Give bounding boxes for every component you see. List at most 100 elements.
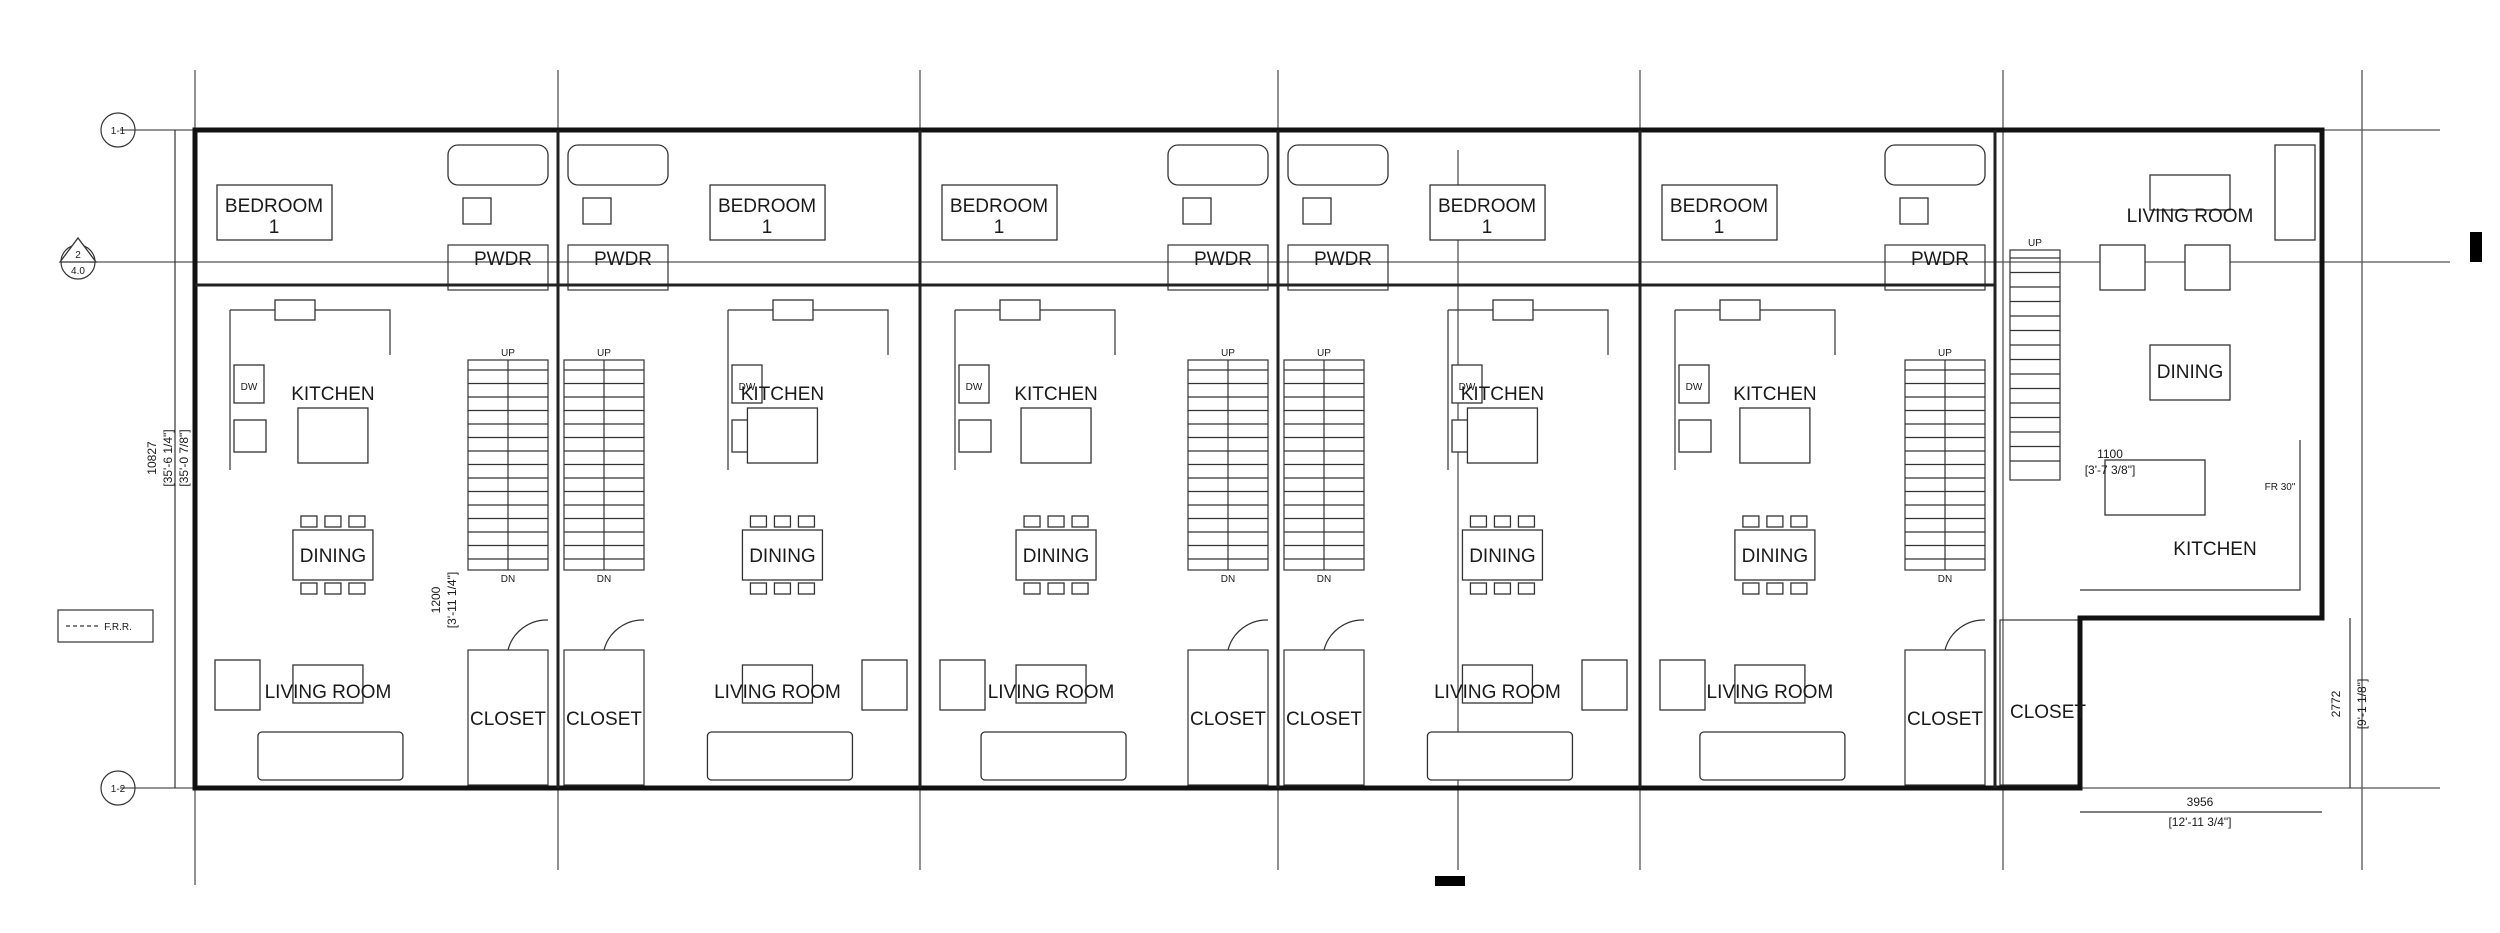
- pwdr-label: PWDR: [474, 249, 532, 270]
- closet-label: CLOSET: [566, 709, 642, 730]
- bedroom-number: 1: [1714, 217, 1725, 238]
- living-room-label: LIVING ROOM: [988, 682, 1115, 703]
- staircase: [1187, 359, 1269, 571]
- kitchen-label: KITCHEN: [1014, 384, 1097, 405]
- bathtub: [1167, 144, 1269, 186]
- notch-width-dim-imperial: [12'-11 3/4"]: [2168, 815, 2231, 829]
- chair: [773, 515, 792, 528]
- exterior-wall: [192, 127, 2325, 791]
- stair-dn-label: DN: [597, 574, 611, 585]
- chair: [1742, 515, 1760, 528]
- unit-4: [1283, 144, 1628, 786]
- bedroom-label: BEDROOM: [718, 196, 816, 217]
- section-arrow: [58, 236, 98, 263]
- armchair: [939, 659, 986, 711]
- island: [1739, 407, 1811, 464]
- section-sheet: 4.0: [71, 266, 85, 277]
- stair-up-label: UP: [597, 348, 611, 359]
- powder-room: [1287, 244, 1389, 291]
- stair-up-label-right: UP: [2028, 238, 2042, 249]
- dw-label: DW: [739, 382, 756, 393]
- bedroom-number: 1: [994, 217, 1005, 238]
- range: [958, 419, 992, 453]
- right-stair-dim-imperial: [3'-7 3/8"]: [2085, 463, 2136, 477]
- chair: [1742, 582, 1760, 595]
- chair: [797, 515, 816, 528]
- chair: [1493, 582, 1512, 595]
- coffee-table: [1461, 664, 1534, 704]
- overall-dim-imperial-b: [35'-0 7/8"]: [177, 429, 191, 486]
- stair-dn-label: DN: [501, 574, 515, 585]
- armchair: [1659, 659, 1706, 711]
- chair: [749, 515, 768, 528]
- closet-label: CLOSET: [1190, 709, 1266, 730]
- island: [297, 407, 369, 464]
- chair: [1047, 515, 1065, 528]
- bedroom-label: BEDROOM: [1438, 196, 1536, 217]
- stair-dn-label: DN: [1938, 574, 1952, 585]
- fridge-label: FR 30": [2265, 482, 2296, 493]
- cut-marker: [1435, 876, 1465, 886]
- dishwasher: [1678, 364, 1710, 404]
- stair-gap-dim: 1200: [429, 586, 443, 613]
- chair: [1766, 582, 1784, 595]
- island: [746, 407, 819, 464]
- chair: [1071, 515, 1089, 528]
- bed: [1661, 184, 1778, 241]
- bathtub: [1287, 144, 1389, 186]
- bedroom-number: 1: [1482, 217, 1493, 238]
- grid-lines: [90, 70, 2450, 885]
- dishwasher: [958, 364, 990, 404]
- chair: [1071, 582, 1089, 595]
- powder-room: [1167, 244, 1269, 291]
- dining-label-right: DINING: [2157, 362, 2224, 383]
- dining-table: [741, 529, 824, 581]
- chair: [300, 582, 318, 595]
- bed: [941, 184, 1058, 241]
- coffee-table: [1015, 664, 1087, 704]
- sofa: [1699, 731, 1846, 781]
- coffee-table: [1734, 664, 1806, 704]
- sink: [274, 299, 316, 321]
- sofa: [980, 731, 1127, 781]
- closet-door-swing: [1323, 619, 1365, 651]
- sofa: [1426, 731, 1574, 781]
- island: [1020, 407, 1092, 464]
- closet-label: CLOSET: [1286, 709, 1362, 730]
- chair: [1517, 515, 1536, 528]
- chair: [1469, 515, 1488, 528]
- living-room-label: LIVING ROOM: [265, 682, 392, 703]
- dishwasher: [1451, 364, 1483, 404]
- pwdr-label: PWDR: [1194, 249, 1252, 270]
- stair-up-label: UP: [1221, 348, 1235, 359]
- unit-6: [1999, 144, 2316, 786]
- dining-table: [292, 529, 374, 581]
- furniture-layer: [214, 144, 2316, 786]
- bathtub: [567, 144, 669, 186]
- island-right: [2104, 459, 2206, 516]
- bedroom-label: BEDROOM: [1670, 196, 1768, 217]
- closet-label: CLOSET: [470, 709, 546, 730]
- dw-label: DW: [241, 382, 258, 393]
- stair-up-label: UP: [501, 348, 515, 359]
- section-number: 2: [75, 250, 81, 261]
- staircase: [467, 359, 549, 571]
- stair-dn-label: DN: [1317, 574, 1331, 585]
- sink: [1719, 299, 1761, 321]
- powder-room: [447, 244, 549, 291]
- staircase: [1283, 359, 1365, 571]
- bathtub: [447, 144, 549, 186]
- frr-legend-box: [57, 609, 154, 643]
- closet-label: CLOSET: [1907, 709, 1983, 730]
- island: [1466, 407, 1539, 464]
- pwdr-label: PWDR: [594, 249, 652, 270]
- kitchen-counter-right: [2080, 440, 2301, 591]
- armchair: [861, 659, 908, 711]
- chair: [773, 582, 792, 595]
- overall-dim-imperial-a: [35'-6 1/4"]: [161, 429, 175, 486]
- kitchen-label: KITCHEN: [1733, 384, 1816, 405]
- closet-door-swing: [1227, 619, 1269, 651]
- dw-label: DW: [966, 382, 983, 393]
